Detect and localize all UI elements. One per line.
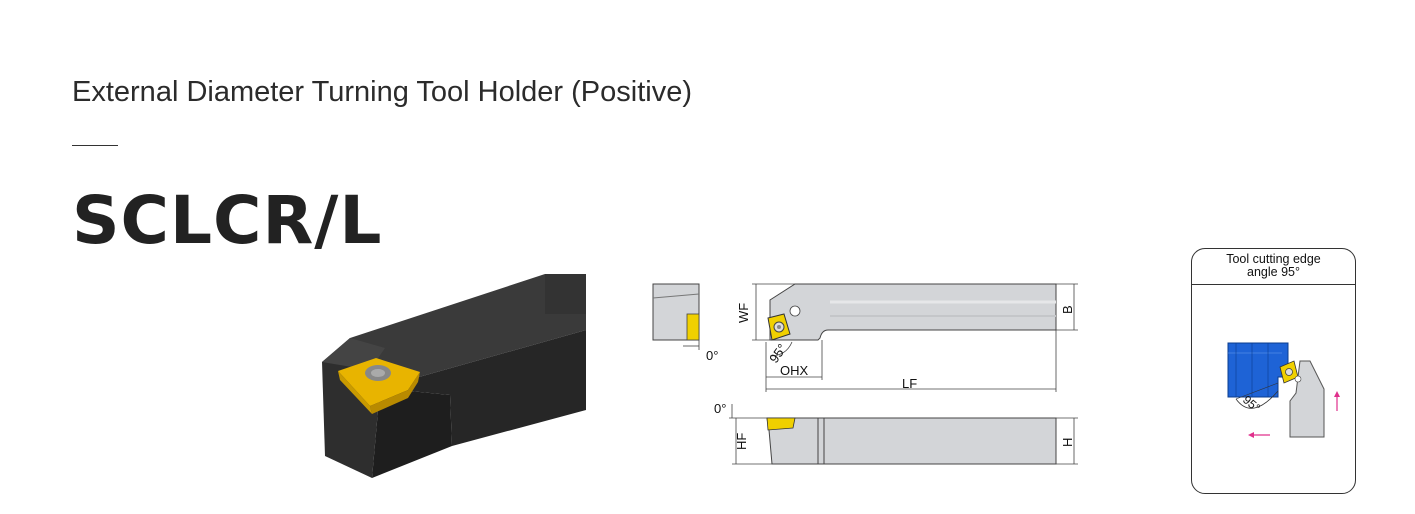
tool-holder-schematic xyxy=(1279,360,1325,438)
cutting-edge-angle-title: Tool cutting edge angle 95° xyxy=(1226,252,1321,279)
feed-direction-arrows-icon xyxy=(1248,391,1340,438)
h-dimension-label: H xyxy=(1060,438,1075,447)
page-subtitle: External Diameter Turning Tool Holder (P… xyxy=(72,76,693,108)
title-divider xyxy=(72,145,118,146)
lf-dimension-label: LF xyxy=(902,376,917,391)
tool-holder-3d-image xyxy=(322,274,586,478)
approach-angle-label: 95° xyxy=(766,341,790,366)
side-clearance-angle-label: 0° xyxy=(714,401,726,416)
wf-dimension-label: WF xyxy=(736,303,751,323)
end-view-drawing xyxy=(652,283,700,350)
b-dimension-label: B xyxy=(1060,305,1075,314)
clearance-angle-label: 0° xyxy=(706,348,718,363)
product-model-title: SCLCR/L xyxy=(72,182,383,259)
side-view-drawing xyxy=(729,404,1078,465)
cutting-edge-angle-panel: Tool cutting edge angle 95° 95° xyxy=(1191,248,1356,494)
hf-dimension-label: HF xyxy=(734,433,749,450)
cutting-angle-diagram: 95° xyxy=(1227,342,1340,438)
top-view-drawing xyxy=(752,283,1078,392)
panel-divider xyxy=(1192,284,1355,285)
workpiece-icon xyxy=(1227,342,1289,398)
carbide-insert-image xyxy=(338,358,420,406)
ohx-dimension-label: OHX xyxy=(780,363,809,378)
